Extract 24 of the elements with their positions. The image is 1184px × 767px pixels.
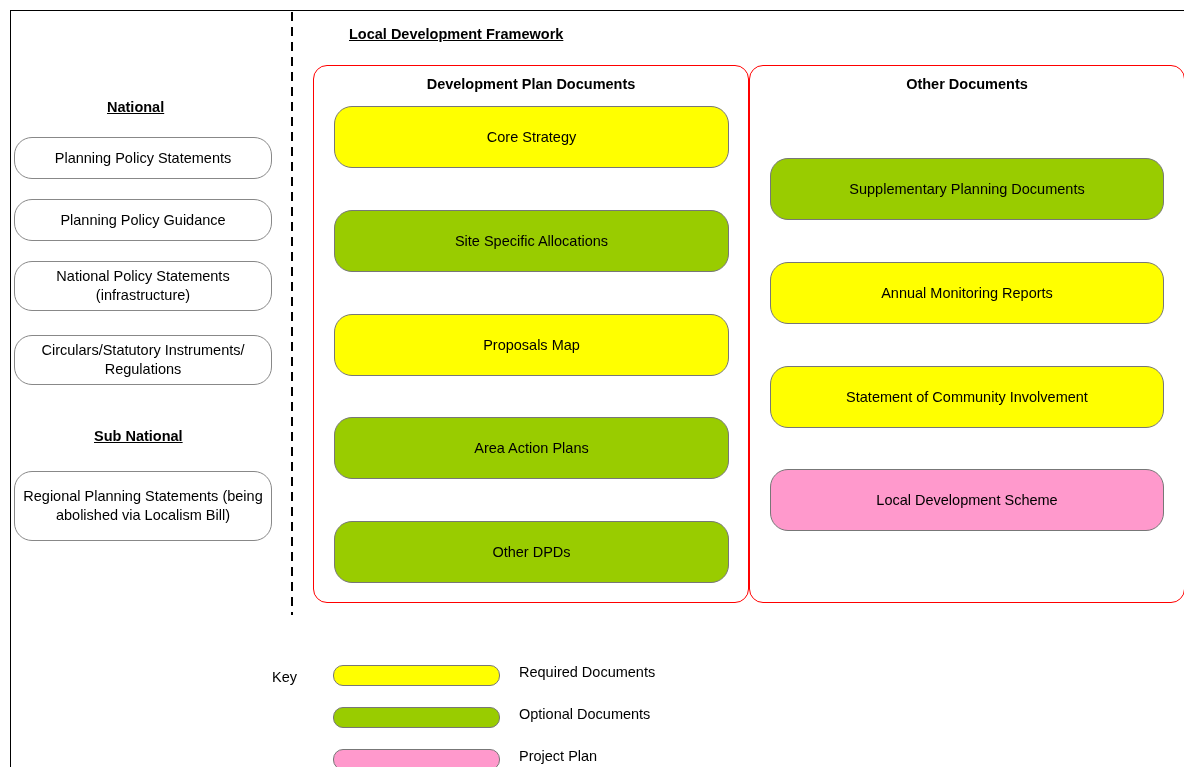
document-box: Local Development Scheme <box>770 469 1164 531</box>
section-heading: National <box>107 99 165 115</box>
document-box: Planning Policy Statements <box>14 137 272 179</box>
document-box: Regional Planning Statements (being abolished via Localism Bill) <box>14 471 272 541</box>
document-box: Area Action Plans <box>334 417 729 479</box>
document-box: Core Strategy <box>334 106 729 168</box>
document-box: Planning Policy Guidance <box>14 199 272 241</box>
panel-heading: Development Plan Documents <box>425 76 637 92</box>
document-box: Circulars/Statutory Instruments/ Regulations <box>14 335 272 385</box>
group-panel <box>313 65 749 603</box>
legend-label: Project Plan <box>519 748 598 764</box>
document-box: Statement of Community Involvement <box>770 366 1164 428</box>
section-heading: Sub National <box>94 428 183 444</box>
document-box: Other DPDs <box>334 521 729 583</box>
document-box: Site Specific Allocations <box>334 210 729 272</box>
panel-heading: Other Documents <box>905 76 1029 92</box>
document-box: Proposals Map <box>334 314 729 376</box>
legend-label: Required Documents <box>519 664 656 680</box>
key-label: Key <box>272 669 297 685</box>
section-heading: Local Development Framework <box>349 26 564 42</box>
legend-label: Optional Documents <box>519 706 651 722</box>
document-box: National Policy Statements (infrastructure) <box>14 261 272 311</box>
document-box: Supplementary Planning Documents <box>770 158 1164 220</box>
document-box: Annual Monitoring Reports <box>770 262 1164 324</box>
